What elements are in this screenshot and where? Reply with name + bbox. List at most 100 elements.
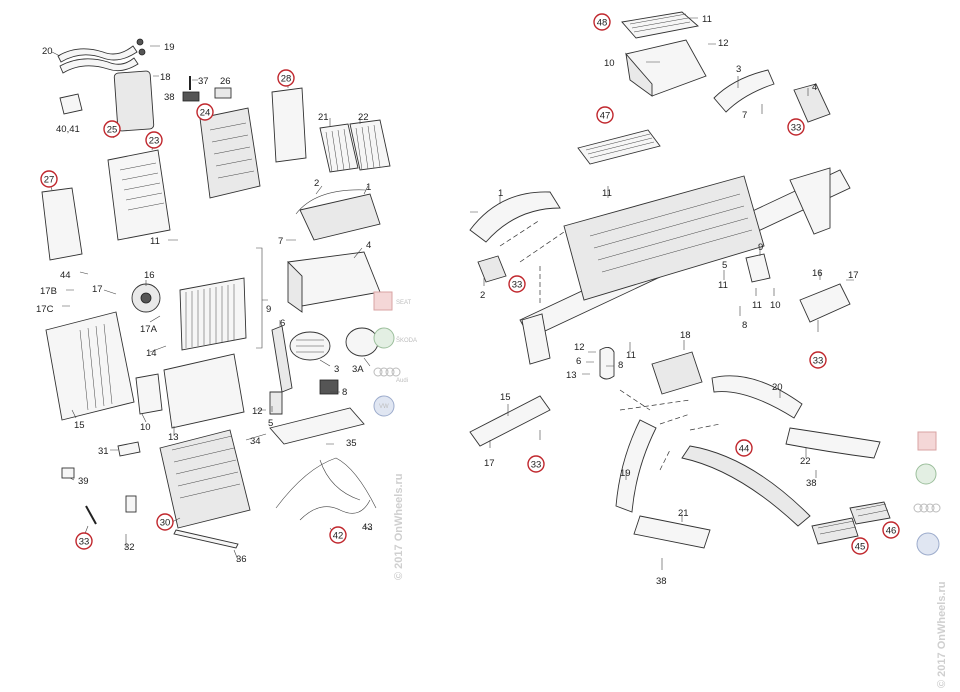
bracket-9 bbox=[745, 253, 771, 283]
label-25: 25 bbox=[107, 125, 118, 136]
callout-33-r4 bbox=[527, 455, 545, 473]
seat-logo-text: SEAT bbox=[396, 300, 412, 306]
label-12: 12 bbox=[252, 406, 263, 417]
audi-logo bbox=[373, 367, 401, 377]
label-r12b: 12 bbox=[574, 342, 585, 353]
label-r15: 15 bbox=[500, 392, 511, 403]
label-r33c: 33 bbox=[813, 356, 824, 367]
sensor-5 bbox=[269, 391, 283, 415]
label-20: 20 bbox=[42, 46, 53, 57]
label-44: 44 bbox=[60, 270, 71, 281]
watermark-right: © 2017 OnWheels.ru bbox=[936, 581, 948, 688]
duct-1 bbox=[469, 191, 561, 243]
label-3: 3 bbox=[334, 364, 339, 375]
label-r33d: 33 bbox=[531, 460, 542, 471]
label-32: 32 bbox=[124, 542, 135, 553]
skoda-logo-text: ŠKODA bbox=[396, 337, 417, 344]
clip-32 bbox=[125, 495, 137, 513]
label-17b: 17B bbox=[40, 286, 57, 297]
sheet-40-41 bbox=[59, 93, 83, 115]
label-16: 16 bbox=[144, 270, 155, 281]
label-r6: 6 bbox=[576, 356, 581, 367]
left-exploded-view: 20 19 18 40,41 37 38 26 21 22 2 1 11 7 4… bbox=[36, 38, 391, 565]
label-13: 13 bbox=[168, 432, 179, 443]
housing-1 bbox=[299, 193, 381, 241]
vent-4 bbox=[793, 83, 831, 123]
label-r20: 20 bbox=[772, 382, 783, 393]
housing-24 bbox=[199, 107, 261, 199]
callout-33-r3 bbox=[809, 351, 827, 369]
callout-47 bbox=[596, 106, 614, 124]
seat-logo bbox=[373, 291, 393, 311]
label-r11e: 11 bbox=[626, 350, 636, 361]
label-r19: 19 bbox=[620, 468, 631, 479]
label-r12: 12 bbox=[718, 38, 729, 49]
box-18 bbox=[651, 351, 703, 395]
callout-44 bbox=[735, 439, 753, 457]
callout-30 bbox=[156, 513, 174, 531]
label-33-left: 33 bbox=[79, 537, 90, 548]
label-40-41: 40,41 bbox=[56, 124, 80, 135]
grille-47 bbox=[577, 129, 661, 165]
callout-46 bbox=[882, 521, 900, 539]
label-r4: 4 bbox=[812, 82, 817, 93]
label-r47: 47 bbox=[600, 111, 611, 122]
label-r2: 2 bbox=[480, 290, 485, 301]
label-17c: 17C bbox=[36, 304, 54, 315]
label-3a: 3A bbox=[352, 364, 364, 375]
brand-logos-right: © 2017 OnWheels.ru bbox=[913, 431, 948, 688]
wiring-harness-42 bbox=[275, 457, 377, 521]
label-30: 30 bbox=[160, 518, 171, 529]
label-8: 8 bbox=[342, 387, 347, 398]
watermark-center: © 2017 OnWheels.ru bbox=[393, 473, 405, 580]
bracket-16 bbox=[799, 283, 851, 323]
bolt-33 bbox=[85, 505, 97, 525]
tray-34 bbox=[269, 407, 365, 445]
label-r11b: 11 bbox=[602, 188, 612, 199]
label-r44: 44 bbox=[739, 444, 750, 455]
label-r22: 22 bbox=[800, 456, 811, 467]
label-19: 19 bbox=[164, 42, 175, 53]
duct-22 bbox=[785, 427, 881, 459]
bracket-31 bbox=[117, 441, 141, 457]
hvac-module bbox=[563, 175, 765, 301]
callout-28 bbox=[277, 69, 295, 87]
callout-33-r1 bbox=[787, 118, 805, 136]
label-18: 18 bbox=[160, 72, 171, 83]
label-r1: 1 bbox=[498, 188, 503, 199]
label-15: 15 bbox=[74, 420, 85, 431]
callout-48 bbox=[593, 13, 611, 31]
cover-10 bbox=[135, 373, 163, 415]
clip-38 bbox=[182, 91, 200, 102]
label-9: 9 bbox=[266, 304, 271, 315]
label-23: 23 bbox=[149, 136, 160, 147]
label-43: 43 bbox=[362, 522, 373, 533]
label-42: 42 bbox=[333, 531, 344, 542]
label-14: 14 bbox=[146, 348, 157, 359]
label-2: 2 bbox=[314, 178, 319, 189]
label-r11a: 11 bbox=[702, 14, 712, 25]
blower-3a bbox=[345, 327, 379, 357]
label-39: 39 bbox=[78, 476, 89, 487]
label-17a: 17A bbox=[140, 324, 158, 335]
label-17: 17 bbox=[92, 284, 103, 295]
label-4: 4 bbox=[366, 240, 371, 251]
right-exploded-view: 11 12 10 3 4 7 11 1 9 2 5 11 11 10 8 16 … bbox=[469, 11, 900, 587]
label-1: 1 bbox=[366, 182, 371, 193]
vent-2 bbox=[477, 255, 507, 283]
label-31: 31 bbox=[98, 446, 109, 457]
label-r38a: 38 bbox=[806, 478, 817, 489]
label-34: 34 bbox=[250, 436, 261, 447]
label-r5: 5 bbox=[722, 260, 727, 271]
label-r11c: 11 bbox=[718, 280, 728, 291]
label-r13: 13 bbox=[566, 370, 577, 381]
label-r17a: 17 bbox=[848, 270, 859, 281]
duct-20 bbox=[711, 375, 803, 419]
label-r3: 3 bbox=[736, 64, 741, 75]
bracket-15 bbox=[469, 395, 551, 447]
housing-15 bbox=[45, 311, 135, 421]
label-r9: 9 bbox=[758, 242, 763, 253]
seat-logo-right bbox=[917, 431, 937, 451]
label-r16: 16 bbox=[812, 268, 823, 279]
